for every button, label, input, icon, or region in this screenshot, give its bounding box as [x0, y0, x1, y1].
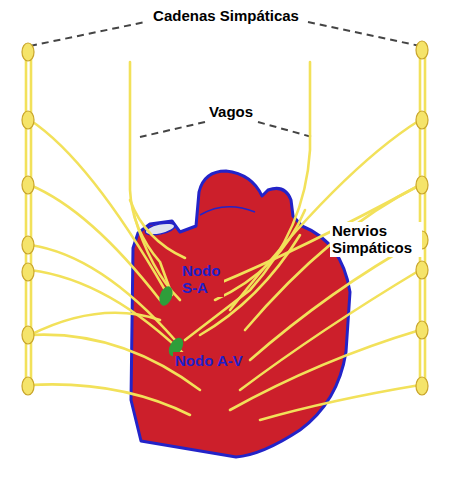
- chain-label: Cadenas Simpáticas: [151, 7, 301, 24]
- ganglia: [22, 41, 428, 395]
- av-node-label: Nodo A-V: [173, 352, 245, 369]
- label-holder: Cadenas Simpáticas: [151, 7, 301, 25]
- label-holder: Nodo S-A: [180, 262, 224, 297]
- heart: [131, 171, 350, 457]
- aorta-line: [200, 207, 255, 215]
- nerves: [26, 50, 425, 420]
- vena-cava-opening: [144, 221, 175, 237]
- sa-node: [157, 285, 175, 308]
- dashed-pointers: [30, 22, 420, 137]
- label-holder: Nervios Simpáticos: [330, 222, 422, 257]
- label-holder: Vagos: [207, 103, 255, 121]
- vagus-label: Vagos: [207, 103, 255, 120]
- sympathetic-nerves-label: Nervios Simpáticos: [330, 222, 422, 257]
- sa-node-label: Nodo S-A: [180, 262, 224, 297]
- label-holder: Nodo A-V: [173, 352, 245, 370]
